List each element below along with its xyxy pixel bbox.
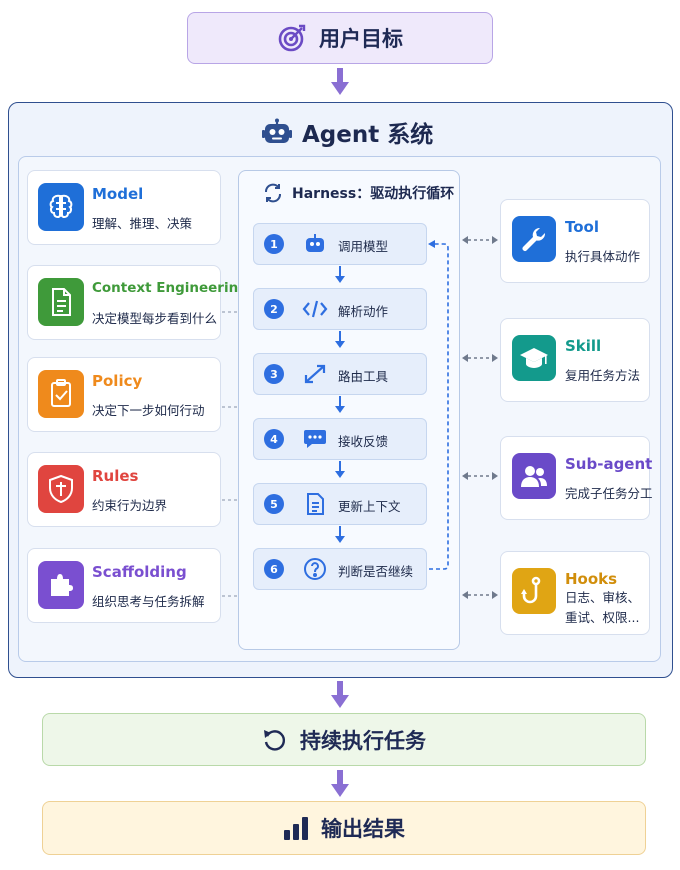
hooks-desc: 日志、审核、重试、权限...	[565, 590, 641, 625]
left-connectors	[222, 311, 238, 597]
rules-title: Rules	[92, 467, 139, 485]
step-label: 判断是否继续	[338, 564, 414, 579]
step-label: 路由工具	[338, 369, 389, 384]
down-arrow	[331, 68, 349, 95]
continue-task-box: 持续执行任务	[42, 713, 646, 766]
step-number: 3	[264, 364, 284, 384]
step-number: 4	[264, 429, 284, 449]
model-card: Model 理解、推理、决策	[27, 170, 221, 245]
model-title: Model	[92, 185, 144, 203]
output-result-box: 输出结果	[42, 801, 646, 855]
hooks-title: Hooks	[565, 570, 618, 588]
context-engineering-desc: 决定模型每步看到什么	[92, 311, 218, 326]
output-result-label: 输出结果	[321, 817, 405, 841]
continue-task-label: 持续执行任务	[300, 728, 426, 753]
harness-title-text: Harness：驱动执行循环	[292, 186, 455, 202]
step-label: 接收反馈	[338, 434, 389, 449]
target-icon	[278, 24, 306, 52]
step-arrow	[335, 331, 345, 348]
tool-desc: 执行具体动作	[565, 249, 641, 264]
bar-chart-icon	[284, 817, 308, 840]
code-icon	[302, 296, 328, 322]
harness-step: 3 路由工具	[253, 353, 427, 395]
question-icon	[302, 556, 328, 582]
scaffolding-desc: 组织思考与任务拆解	[92, 594, 205, 609]
rules-card: Rules 约束行为边界	[27, 452, 221, 527]
hook-icon	[512, 568, 556, 614]
policy-card: Policy 决定下一步如何行动	[27, 357, 221, 432]
scaffolding-card: Scaffolding 组织思考与任务拆解	[27, 548, 221, 623]
chat-icon	[302, 426, 328, 452]
hooks-card: Hooks 日志、审核、重试、权限...	[500, 551, 650, 635]
context-engineering-title: Context Engineering	[92, 280, 248, 296]
step-label: 更新上下文	[338, 499, 401, 514]
sub-agent-desc: 完成子任务分工	[565, 486, 653, 501]
wrench-icon	[512, 216, 556, 262]
puzzle-icon	[38, 561, 84, 609]
document-icon	[38, 278, 84, 326]
tool-title: Tool	[565, 218, 599, 236]
refresh-icon	[264, 729, 286, 751]
step-arrow	[335, 396, 345, 413]
step-number: 2	[264, 299, 284, 319]
user-goal-box: 用户目标	[187, 12, 493, 64]
agent-system-title-text: Agent 系统	[302, 122, 434, 148]
agent-system-title: Agent 系统	[262, 115, 433, 149]
step-label: 调用模型	[338, 239, 389, 254]
step-arrow	[335, 266, 345, 283]
policy-icon	[38, 370, 84, 418]
context-engineering-card: Context Engineering 决定模型每步看到什么	[27, 265, 248, 340]
rules-desc: 约束行为边界	[92, 498, 168, 513]
sub-agent-title: Sub-agent	[565, 455, 653, 473]
robot-icon	[302, 231, 328, 257]
skill-desc: 复用任务方法	[565, 368, 641, 383]
policy-desc: 决定下一步如何行动	[92, 403, 205, 418]
user-goal-label: 用户目标	[319, 27, 403, 51]
scaffolding-title: Scaffolding	[92, 563, 187, 581]
model-desc: 理解、推理、决策	[92, 216, 193, 231]
harness-step: 5 更新上下文	[253, 483, 427, 525]
down-arrow	[331, 770, 349, 797]
step-number: 1	[264, 234, 284, 254]
route-icon	[302, 361, 328, 387]
right-connectors	[462, 236, 498, 599]
step-arrow	[335, 461, 345, 478]
step-number: 6	[264, 559, 284, 579]
harness-step: 1 调用模型	[253, 223, 427, 265]
brain-icon	[38, 183, 84, 231]
harness-step: 2 解析动作	[253, 288, 427, 330]
document-icon	[302, 491, 328, 517]
harness-title: Harness：驱动执行循环	[262, 182, 454, 204]
sub-agent-card: Sub-agent 完成子任务分工	[500, 436, 653, 520]
loop-back-arrow	[428, 240, 449, 570]
skill-title: Skill	[565, 337, 602, 355]
step-arrow	[335, 526, 345, 543]
users-icon	[512, 453, 556, 499]
tool-card: Tool 执行具体动作	[500, 199, 650, 283]
graduation-cap-icon	[512, 335, 556, 381]
harness-step: 4 接收反馈	[253, 418, 427, 460]
cycle-icon	[265, 183, 281, 203]
robot-icon	[262, 118, 292, 143]
harness-step: 6 判断是否继续	[253, 548, 427, 590]
skill-card: Skill 复用任务方法	[500, 318, 650, 402]
down-arrow	[331, 681, 349, 708]
step-label: 解析动作	[338, 304, 389, 319]
step-number: 5	[264, 494, 284, 514]
policy-title: Policy	[92, 372, 143, 390]
shield-icon	[38, 465, 84, 513]
